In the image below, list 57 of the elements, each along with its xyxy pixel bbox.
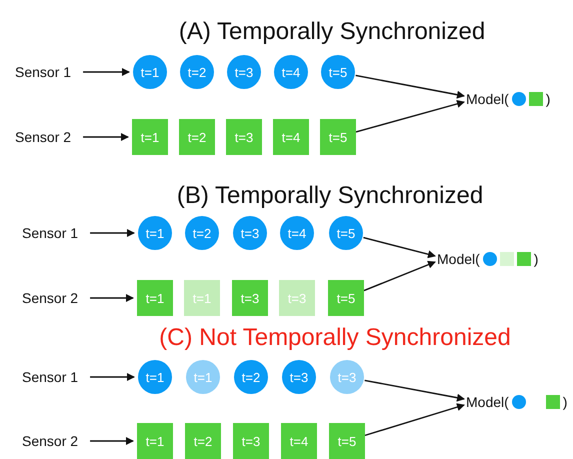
time-step-square: t=1 [137, 423, 173, 459]
time-step-square: t=1 [184, 280, 220, 316]
model-label: Model( [437, 251, 480, 267]
arrow [364, 380, 465, 402]
sensor-label: Sensor 2 [22, 432, 78, 450]
time-step-circle: t=1 [133, 55, 167, 89]
time-step-square: t=1 [137, 280, 173, 316]
arrow [364, 403, 465, 436]
sensor-label: Sensor 2 [22, 289, 78, 307]
time-step-circle: t=5 [329, 216, 363, 250]
panel-title: (C) Not Temporally Synchronized [159, 324, 511, 352]
time-step-circle: t=3 [227, 55, 261, 89]
time-step-square: t=2 [179, 119, 215, 155]
time-step-circle: t=4 [274, 55, 308, 89]
arrow [90, 437, 134, 445]
time-step-square: t=1 [132, 119, 168, 155]
arrow [83, 68, 130, 76]
time-step-square: t=3 [279, 280, 315, 316]
panel-title: (B) Temporally Synchronized [176, 182, 484, 210]
time-step-circle: t=2 [180, 55, 214, 89]
model-label: ) [562, 394, 568, 410]
model-label: Model( [466, 91, 509, 107]
time-step-square: t=2 [185, 423, 221, 459]
model-label: ) [546, 91, 550, 107]
time-step-circle: t=5 [321, 55, 355, 89]
arrow [356, 74, 465, 99]
time-step-circle: t=1 [138, 216, 172, 250]
model-label: Model( [466, 394, 509, 410]
time-step-circle: t=2 [185, 216, 219, 250]
time-step-circle: t=3 [330, 360, 364, 394]
sensor-label: Sensor 1 [22, 368, 78, 386]
arrow [90, 373, 135, 381]
model-label: ) [534, 251, 538, 267]
time-step-square: t=4 [281, 423, 317, 459]
arrow [83, 133, 129, 141]
sensor-label: Sensor 1 [22, 224, 78, 242]
time-step-circle: t=2 [234, 360, 268, 394]
time-step-circle: t=3 [282, 360, 316, 394]
arrow [363, 236, 436, 258]
time-step-square: t=5 [328, 280, 364, 316]
arrow [364, 260, 436, 292]
time-step-circle: t=1 [186, 360, 220, 394]
arrow [90, 229, 135, 237]
time-step-square: t=5 [329, 423, 365, 459]
sensor-label: Sensor 1 [15, 63, 72, 81]
time-step-circle: t=1 [138, 360, 172, 394]
time-step-square: t=3 [233, 423, 269, 459]
arrow [90, 294, 134, 302]
panel-title: (A) Temporally Synchronized [178, 18, 486, 46]
time-step-circle: t=3 [233, 216, 267, 250]
time-step-square: t=5 [320, 119, 356, 155]
time-step-square: t=3 [232, 280, 268, 316]
sensor-label: Sensor 2 [15, 128, 72, 146]
time-step-square: t=3 [226, 119, 262, 155]
time-step-circle: t=4 [280, 216, 314, 250]
arrow [356, 100, 465, 133]
time-step-square: t=4 [273, 119, 309, 155]
